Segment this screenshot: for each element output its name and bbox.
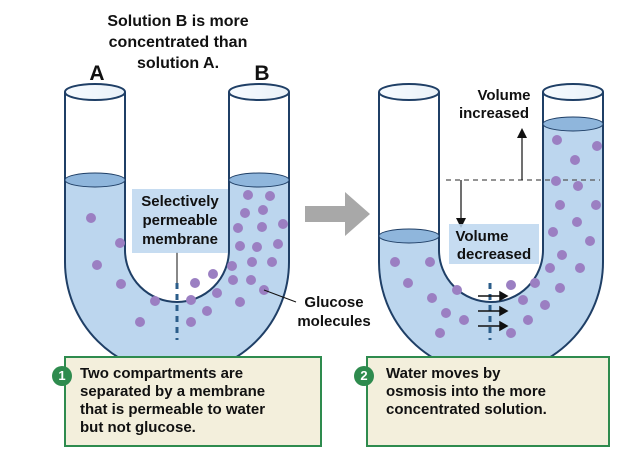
glucose-molecule [441, 308, 451, 318]
glucose-molecule [555, 283, 565, 293]
glucose-pointer [263, 289, 297, 303]
glucose-molecule [186, 295, 196, 305]
left-u-tube [64, 83, 297, 375]
glucose-molecule [575, 263, 585, 273]
left-tube-rim-a [64, 83, 126, 101]
glucose-molecule [208, 269, 218, 279]
glucose-molecule [186, 317, 196, 327]
step-1-badge: 1 [52, 366, 72, 386]
glucose-molecule [116, 279, 126, 289]
glucose-molecule [243, 190, 253, 200]
glucose-molecule [425, 257, 435, 267]
volume-decreased-line-2: decreased [457, 246, 531, 263]
right-tube-rim-b [542, 83, 604, 101]
glucose-molecule [265, 191, 275, 201]
glucose-molecule [202, 306, 212, 316]
water-flow-arrows [478, 290, 509, 332]
volume-decreased-line-1: Volume [455, 228, 508, 245]
left-tube-surface-a [64, 172, 126, 188]
membrane-label-bg [132, 189, 228, 253]
glucose-molecule [506, 280, 516, 290]
right-tube-water [379, 124, 603, 374]
glucose-molecule [530, 278, 540, 288]
left-tube-surface-b [228, 172, 290, 188]
glucose-molecule [591, 200, 601, 210]
right-tube-surface-b [542, 116, 604, 132]
glucose-molecule [545, 263, 555, 273]
glucose-molecule [190, 278, 200, 288]
glucose-molecule [572, 217, 582, 227]
glucose-molecule [212, 288, 222, 298]
glucose-molecule [427, 293, 437, 303]
step-2-text: Water moves by osmosis into the more con… [386, 365, 547, 418]
glucose-molecule [548, 227, 558, 237]
glucose-molecule [252, 242, 262, 252]
glucose-molecule [235, 297, 245, 307]
glucose-molecule [551, 176, 561, 186]
glucose-molecule [246, 275, 256, 285]
volume-increased-arrow [517, 128, 527, 180]
header-line-2: concentrated than [109, 34, 248, 51]
glucose-molecule [227, 261, 237, 271]
left-glucose-group [86, 190, 288, 327]
glucose-molecule [523, 315, 533, 325]
glucose-label-line-2: molecules [297, 313, 370, 330]
step-2-box: Water moves by osmosis into the more con… [366, 356, 610, 447]
glucose-molecule [506, 328, 516, 338]
glucose-molecule [518, 295, 528, 305]
glucose-molecule [452, 285, 462, 295]
membrane-label-line-3: membrane [142, 231, 218, 248]
glucose-molecule [267, 257, 277, 267]
glucose-molecule [258, 205, 268, 215]
glucose-molecule [459, 315, 469, 325]
glucose-molecule [570, 155, 580, 165]
right-tube-surface-a [378, 228, 440, 244]
glucose-molecule [150, 296, 160, 306]
glucose-molecule [86, 213, 96, 223]
glucose-label-line-1: Glucose [304, 294, 363, 311]
glucose-molecule [573, 181, 583, 191]
glucose-molecule [592, 141, 602, 151]
header-line-1: Solution B is more [107, 13, 248, 30]
arm-label-b: B [254, 62, 269, 85]
right-u-tube [378, 83, 604, 375]
glucose-molecule [555, 200, 565, 210]
volume-decreased-arrow [456, 180, 466, 228]
glucose-molecule [273, 239, 283, 249]
transition-arrow [305, 192, 370, 236]
glucose-molecule [435, 328, 445, 338]
glucose-molecule [257, 222, 267, 232]
step-2-badge: 2 [354, 366, 374, 386]
step-1-box: Two compartments are separated by a memb… [64, 356, 322, 447]
left-tube-rim-b [228, 83, 290, 101]
volume-increased-line-1: Volume [477, 87, 530, 104]
glucose-molecule [557, 250, 567, 260]
glucose-molecule [552, 135, 562, 145]
arm-label-a: A [89, 62, 104, 85]
volume-decreased-bg [449, 224, 539, 264]
glucose-molecule [240, 208, 250, 218]
glucose-molecule [247, 257, 257, 267]
glucose-molecule [278, 219, 288, 229]
glucose-molecule [540, 300, 550, 310]
glucose-molecule [403, 278, 413, 288]
right-glucose-group [390, 135, 602, 338]
glucose-molecule [233, 223, 243, 233]
glucose-molecule [92, 260, 102, 270]
glucose-molecule [115, 238, 125, 248]
right-tube-rim-a [378, 83, 440, 101]
glucose-molecule [135, 317, 145, 327]
left-tube-water [65, 180, 289, 374]
glucose-molecule [235, 241, 245, 251]
step-1-text: Two compartments are separated by a memb… [80, 365, 266, 436]
membrane-label-line-1: Selectively [141, 193, 219, 210]
glucose-molecule [585, 236, 595, 246]
volume-increased-line-2: increased [459, 105, 529, 122]
membrane-label-line-2: permeable [142, 212, 217, 229]
header-line-3: solution A. [137, 55, 219, 72]
glucose-molecule [228, 275, 238, 285]
glucose-molecule [390, 257, 400, 267]
